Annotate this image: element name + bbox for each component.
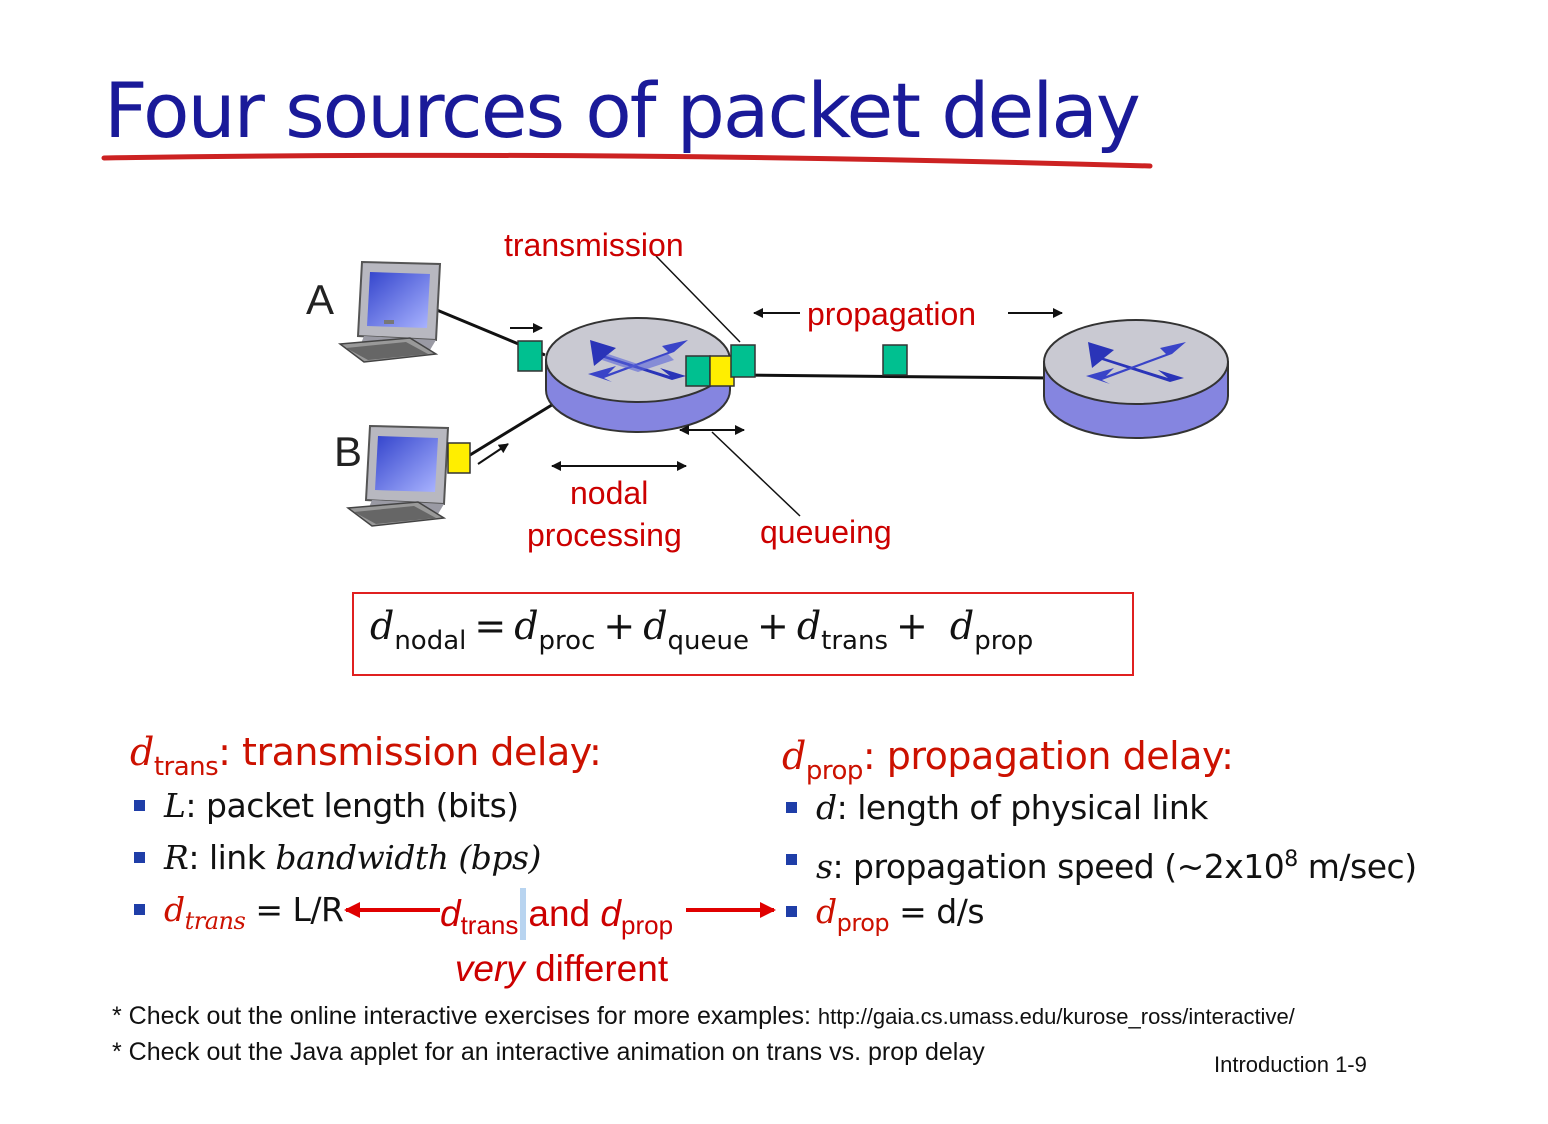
queueing-label: queueing	[760, 514, 892, 550]
list-item: s: propagation speed (~2x108 m/sec)	[782, 838, 1417, 890]
delay-formula: dnodal=dproc+dqueue+dtrans+dprop	[370, 604, 1034, 656]
trans-bullets: L: packet length (bits) R: link bandwidt…	[130, 784, 541, 940]
queueing-leader	[711, 431, 801, 517]
computer-a-icon	[337, 260, 442, 363]
host-a-label: A	[306, 276, 334, 323]
prop-section-title: dprop: propagation delay:	[782, 734, 1234, 786]
trans-section-title: dtrans: transmission delay:	[130, 730, 602, 782]
packet-propagating	[882, 344, 908, 376]
list-item: R: link bandwidth (bps)	[130, 836, 541, 888]
text-cursor-highlight	[520, 888, 527, 940]
list-item: dprop = d/s	[782, 890, 1417, 942]
propagation-label: propagation	[807, 296, 976, 332]
packet-b-incoming	[447, 442, 471, 474]
packet-queued-1	[685, 355, 711, 387]
footnote-applet: * Check out the Java applet for an inter…	[112, 1038, 985, 1066]
processing-label: processing	[527, 517, 682, 553]
slide-number: Introduction 1-9	[1214, 1052, 1367, 1077]
list-item: dtrans = L/R	[130, 888, 541, 940]
packet-transmitting	[730, 344, 756, 378]
packet-a-incoming	[517, 340, 543, 372]
list-item: d: length of physical link	[782, 786, 1417, 838]
router-1-icon	[545, 317, 731, 433]
transmission-leader	[655, 255, 741, 343]
router-2-icon	[1043, 319, 1229, 439]
title-underline	[101, 152, 1153, 169]
link-b-router	[469, 398, 561, 457]
list-item: L: packet length (bits)	[130, 784, 541, 836]
packet-queued-2	[709, 355, 735, 387]
prop-bullets: d: length of physical link s: propagatio…	[782, 786, 1417, 942]
exercises-link[interactable]: http://gaia.cs.umass.edu/kurose_ross/int…	[817, 1004, 1295, 1029]
delay-formula-box: dnodal=dproc+dqueue+dtrans+dprop	[352, 592, 1134, 676]
arrow-b-direction	[477, 443, 509, 465]
slide-title: Four sources of packet delay	[104, 66, 1141, 155]
transmission-label: transmission	[504, 227, 684, 263]
computer-b-icon	[345, 424, 450, 527]
nodal-label: nodal	[570, 475, 648, 511]
host-b-label: B	[334, 428, 362, 475]
footnote-exercises: * Check out the online interactive exerc…	[112, 1002, 1295, 1030]
link-router-router	[739, 373, 1051, 380]
